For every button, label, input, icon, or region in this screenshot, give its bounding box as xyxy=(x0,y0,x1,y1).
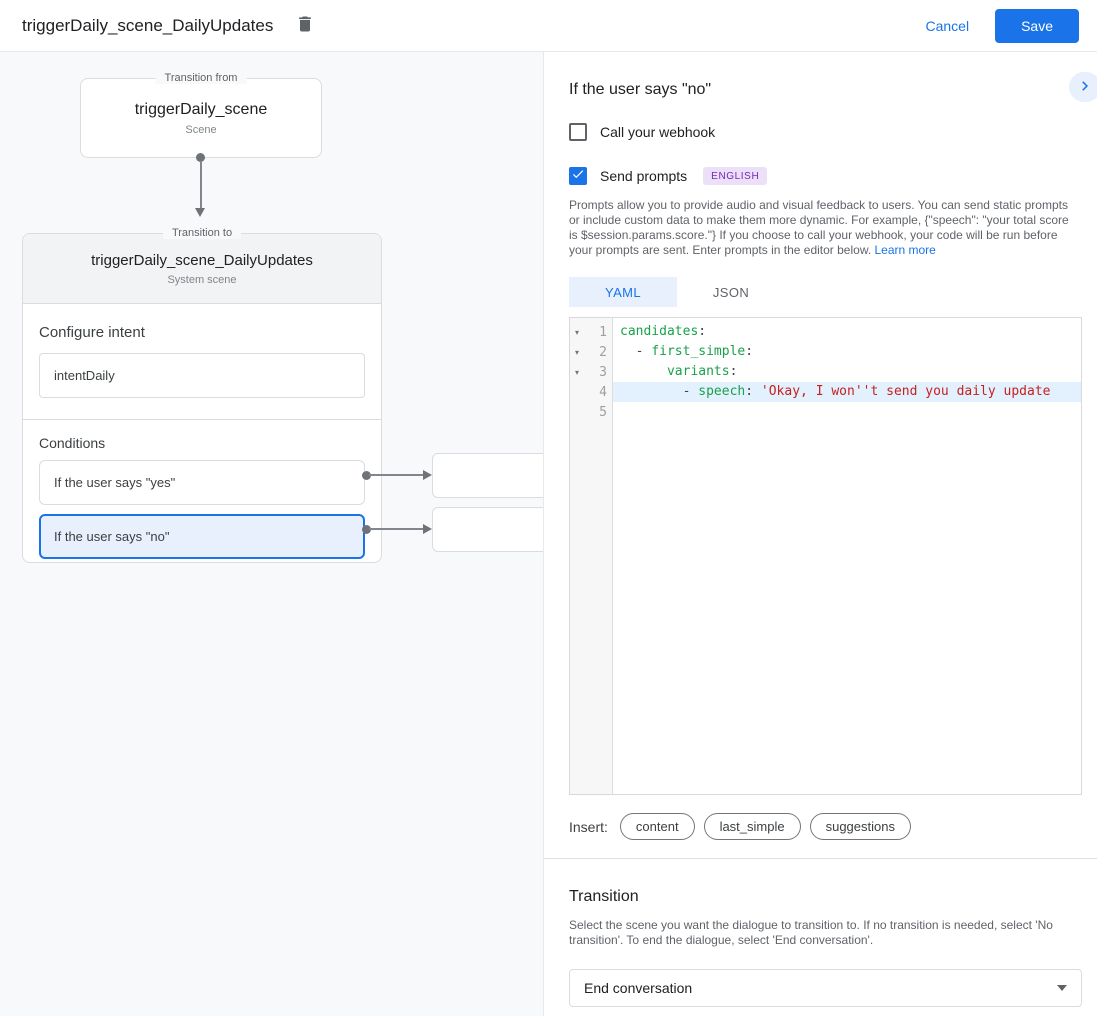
transition-from-title: triggerDaily_scene xyxy=(134,100,268,118)
code-line[interactable]: variants: xyxy=(613,362,1081,382)
header: triggerDaily_scene_DailyUpdates Cancel S… xyxy=(0,0,1097,52)
code-token xyxy=(620,364,667,379)
transition-to-card: Transition to triggerDaily_scene_DailyUp… xyxy=(22,227,382,563)
code-token: 'Okay, I won''t send you daily update xyxy=(760,384,1051,399)
condition-edit-panel: If the user says "no" Call your webhook … xyxy=(543,52,1097,1016)
line-number: 3 xyxy=(599,364,607,380)
page-title: triggerDaily_scene_DailyUpdates xyxy=(22,15,274,35)
editor-lines[interactable]: candidates: - first_simple: variants: - … xyxy=(613,318,1081,794)
transition-to-label: Transition to xyxy=(162,227,242,239)
code-token: variants xyxy=(666,364,730,379)
condition-item-no[interactable]: If the user says "no" xyxy=(39,514,365,559)
gutter-row[interactable]: ▾1 xyxy=(570,322,612,342)
cancel-button[interactable]: Cancel xyxy=(925,17,970,34)
transition-to-subtitle: System scene xyxy=(167,273,237,286)
line-number: 2 xyxy=(599,344,607,360)
arrow-right-icon xyxy=(423,470,432,480)
learn-more-link[interactable]: Learn more xyxy=(874,243,936,257)
tab-json[interactable]: JSON xyxy=(677,277,785,307)
scene-diagram-canvas: Transition from triggerDaily_scene Scene… xyxy=(0,52,543,1016)
transition-target-node[interactable] xyxy=(432,453,543,498)
send-prompts-checkbox[interactable] xyxy=(569,167,587,185)
line-number: 4 xyxy=(599,384,607,400)
code-line[interactable]: - speech: 'Okay, I won''t send you daily… xyxy=(613,382,1081,402)
insert-chip-content[interactable]: content xyxy=(619,813,695,840)
delete-scene-button[interactable] xyxy=(291,12,319,40)
transition-description: Select the scene you want the dialogue t… xyxy=(569,918,1053,947)
gutter-row: 4 xyxy=(570,382,612,402)
arrow-right-icon xyxy=(423,524,432,534)
code-line[interactable] xyxy=(613,402,1081,422)
gutter-row[interactable]: ▾2 xyxy=(570,342,612,362)
fold-arrow-icon[interactable]: ▾ xyxy=(574,327,579,337)
transition-to-title: triggerDaily_scene_DailyUpdates xyxy=(91,251,313,269)
call-webhook-label: Call your webhook xyxy=(600,124,716,140)
save-button[interactable]: Save xyxy=(995,8,1079,43)
gutter-row[interactable]: ▾3 xyxy=(570,362,612,382)
gutter-row: 5 xyxy=(570,402,612,422)
fold-arrow-icon[interactable]: ▾ xyxy=(574,347,579,357)
connector-dot xyxy=(362,525,371,534)
transition-to-header: triggerDaily_scene_DailyUpdates System s… xyxy=(23,234,381,304)
connector-dot xyxy=(196,153,205,162)
code-token: : xyxy=(698,324,707,339)
configure-intent-heading: Configure intent xyxy=(39,324,145,341)
code-token: : xyxy=(745,384,761,399)
connector-line xyxy=(369,474,424,476)
tab-yaml[interactable]: YAML xyxy=(569,277,677,307)
trash-icon xyxy=(295,14,315,37)
connector-line xyxy=(200,161,202,209)
intent-field[interactable]: intentDaily xyxy=(39,353,365,398)
connector-dot xyxy=(362,471,371,480)
code-token: speech xyxy=(698,384,746,399)
transition-from-label: Transition from xyxy=(155,72,247,84)
condition-item-yes[interactable]: If the user says "yes" xyxy=(39,460,365,505)
line-number: 5 xyxy=(599,404,607,420)
insert-row: Insert: content last_simple suggestions xyxy=(569,813,1080,840)
condition-label: If the user says "yes" xyxy=(54,475,176,490)
transition-select[interactable]: End conversation xyxy=(569,969,1082,1007)
insert-chip-suggestions[interactable]: suggestions xyxy=(809,813,911,840)
intent-field-value: intentDaily xyxy=(54,368,115,383)
connector-line xyxy=(369,528,424,530)
code-token: : xyxy=(729,364,738,379)
prompts-description-text: Prompts allow you to provide audio and v… xyxy=(569,198,1069,257)
code-line[interactable]: candidates: xyxy=(613,322,1081,342)
panel-heading: If the user says "no" xyxy=(569,81,712,98)
line-number: 1 xyxy=(599,324,607,340)
collapse-panel-button[interactable] xyxy=(1069,72,1097,102)
conditions-heading: Conditions xyxy=(39,435,106,451)
condition-label: If the user says "no" xyxy=(54,529,170,544)
code-line[interactable]: - first_simple: xyxy=(613,342,1081,362)
chevron-right-icon xyxy=(1076,77,1094,98)
transition-from-subtitle: Scene xyxy=(185,123,217,136)
prompts-description: Prompts allow you to provide audio and v… xyxy=(569,198,1080,258)
code-token: candidates xyxy=(620,324,699,339)
transition-section-heading: Transition xyxy=(569,888,639,905)
transition-target-node[interactable] xyxy=(432,507,543,552)
editor-format-tabs: YAML JSON xyxy=(569,277,1080,307)
insert-chip-last-simple[interactable]: last_simple xyxy=(703,813,801,840)
call-webhook-checkbox[interactable] xyxy=(569,123,587,141)
arrow-down-icon xyxy=(195,208,205,217)
insert-label: Insert: xyxy=(569,818,608,835)
send-prompts-label: Send prompts xyxy=(600,168,688,184)
code-token: first_simple xyxy=(651,344,746,359)
transition-select-value: End conversation xyxy=(584,980,693,996)
code-token: : xyxy=(745,344,754,359)
card-divider xyxy=(23,419,381,420)
transition-from-node[interactable]: Transition from triggerDaily_scene Scene xyxy=(80,72,322,158)
section-divider xyxy=(544,858,1097,859)
code-token: - xyxy=(620,384,699,399)
check-icon xyxy=(571,167,585,186)
code-token: - xyxy=(620,344,652,359)
dropdown-caret-icon xyxy=(1057,985,1067,991)
language-badge: ENGLISH xyxy=(703,167,768,185)
fold-arrow-icon[interactable]: ▾ xyxy=(574,367,579,377)
